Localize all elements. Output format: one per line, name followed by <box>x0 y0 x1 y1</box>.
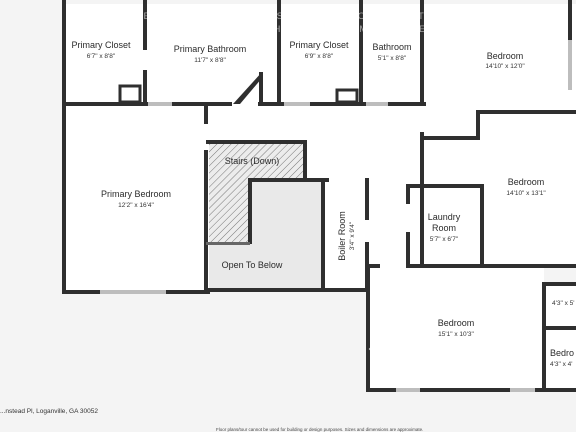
label-open-to-below: Open To Below <box>222 260 283 270</box>
label-bathroom: Bathroom <box>372 42 411 52</box>
room-bathroom <box>361 4 421 104</box>
dims-primary-bathroom: 11'7" x 8'8" <box>194 57 226 64</box>
walls <box>62 0 576 392</box>
watermark-line-2: REPLY ONLY TO THE AGENT ON HOMESWEBSITE. <box>187 24 429 35</box>
label-boiler-room: Boiler Room <box>337 211 347 261</box>
label-laundry-line1: Laundry <box>428 212 461 222</box>
label-primary-bathroom: Primary Bathroom <box>174 44 247 54</box>
room-bedroom-bottom <box>368 267 544 390</box>
dims-boiler-room: 3'4" x 9'4" <box>349 221 356 250</box>
footer-disclaimer: Floor plans/tour cannot be used for buil… <box>216 427 424 432</box>
dims-bedroom-top: 14'10" x 12'0" <box>485 63 525 70</box>
label-laundry-line2: Room <box>432 223 456 233</box>
room-primary-closet-2 <box>279 4 361 104</box>
room-bedroom-mid <box>424 112 576 267</box>
dims-primary-closet-1: 6'7" x 8'8" <box>87 53 116 60</box>
label-primary-bedroom: Primary Bedroom <box>101 189 171 199</box>
dims-laundry: 5'7" x 6'7" <box>430 236 459 243</box>
brand-watermark: invitationhomes <box>388 341 500 358</box>
watermark-warning: IF YOU SEE THIS LISTING ON CRAIGSLIST OR… <box>48 10 568 36</box>
stairs-shape <box>209 143 305 243</box>
room-primary-bathroom <box>145 4 279 104</box>
room-primary-bedroom <box>64 104 206 292</box>
windows <box>100 40 572 392</box>
dims-bathroom: 5'1" x 8'8" <box>378 55 407 62</box>
room-small-2 <box>544 328 576 392</box>
dims-small-room-1: 4'3" x 5' <box>552 300 575 307</box>
label-small-room-2: Bedro <box>550 348 574 358</box>
label-bedroom-bottom: Bedroom <box>438 318 475 328</box>
label-bedroom-top: Bedroom <box>487 51 524 61</box>
label-primary-closet-2: Primary Closet <box>289 40 349 50</box>
dims-bedroom-bottom: 15'1" x 10'3" <box>438 331 474 338</box>
label-stairs: Stairs (Down) <box>225 156 280 166</box>
dims-small-room-2: 4'3" x 4' <box>550 361 573 368</box>
dims-primary-bedroom: 12'2" x 16'4" <box>118 202 154 209</box>
open-to-below-shape <box>209 178 323 288</box>
watermark-line-1: IF YOU SEE THIS LISTING ON CRAIGSLIST OR… <box>100 11 516 22</box>
label-bedroom-mid: Bedroom <box>508 177 545 187</box>
footer-address: ...nstead Pl, Loganville, GA 30052 <box>0 408 98 415</box>
room-small-1 <box>544 282 576 328</box>
label-primary-closet-1: Primary Closet <box>71 40 131 50</box>
dims-bedroom-mid: 14'10" x 13'1" <box>506 190 546 197</box>
dims-primary-closet-2: 6'9" x 8'8" <box>305 53 334 60</box>
